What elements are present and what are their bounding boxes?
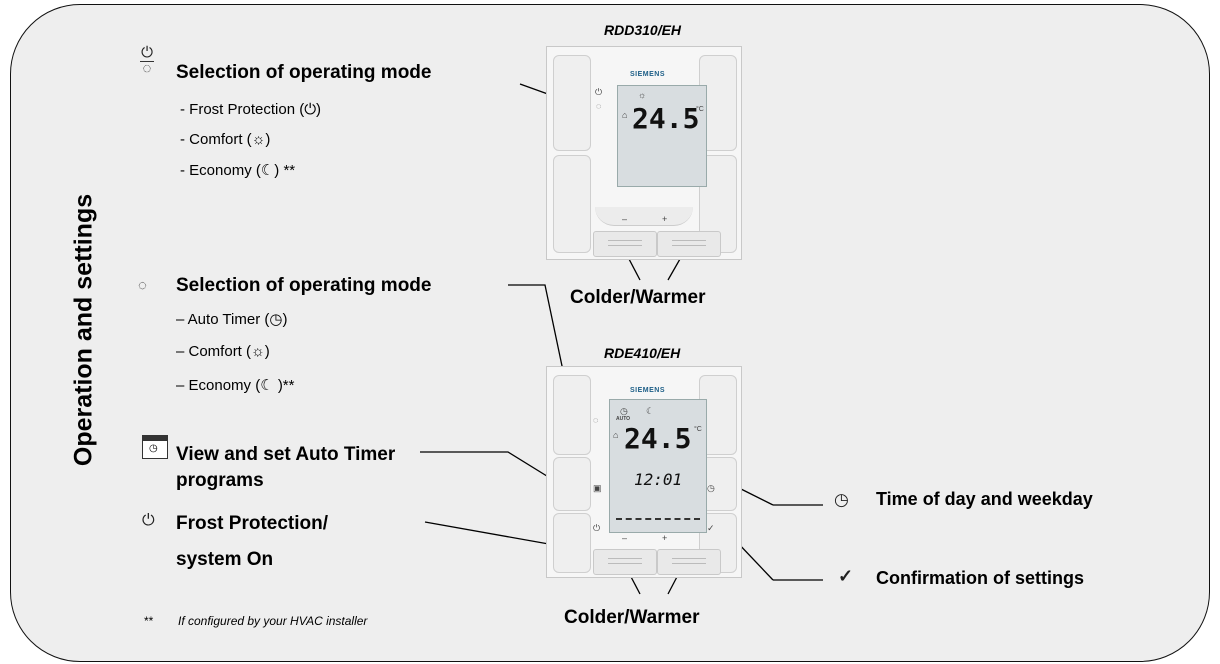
- footnote-text: If configured by your HVAC installer: [178, 614, 368, 628]
- bottom-minus-label: –: [622, 533, 628, 543]
- top-lcd: ☼ ⌂ 24.5 °C: [617, 85, 707, 187]
- confirm-label: Confirmation of settings: [876, 568, 1084, 588]
- top-mode-item-frost: - Frost Protection (⏻): [180, 101, 322, 118]
- colder-warmer-top-label: Colder/Warmer: [570, 287, 706, 308]
- bottom-device-check-icon: ✓: [707, 523, 715, 533]
- bottom-lcd-clock-icon: ◷: [620, 406, 628, 416]
- bottom-lcd-time: 12:01: [634, 470, 683, 489]
- top-plus-label: +: [662, 214, 668, 224]
- calendar-clock-icon: ◷: [142, 435, 168, 459]
- top-device-mode-icon: ◌: [596, 101, 602, 111]
- top-left-lower-key[interactable]: [553, 155, 591, 253]
- power-icon: ⏻: [142, 512, 155, 529]
- bottom-device-timer-icon: ▣: [593, 483, 602, 493]
- top-left-upper-key[interactable]: [553, 55, 591, 151]
- bottom-left-mode-key[interactable]: [553, 375, 591, 455]
- power-mode-icon: ⏻◌: [140, 44, 154, 77]
- bottom-device-mode-icon: ◌: [593, 415, 599, 425]
- top-device-model: RDD310/EH: [604, 22, 682, 38]
- bottom-brand: SIEMENS: [630, 387, 666, 394]
- bottom-lcd: ◷ AUTO ☾ ⌂ 24.5 °C 12:01: [609, 399, 707, 533]
- timer-label-line2: programs: [176, 470, 264, 491]
- bottom-mode-item-economy: – Economy (☾ )**: [176, 377, 295, 394]
- top-lcd-sun-icon: ☼: [638, 90, 647, 100]
- footnote-mark: **: [144, 614, 154, 628]
- bottom-plus-label: +: [662, 533, 668, 543]
- bottom-device-model: RDE410/EH: [604, 345, 681, 361]
- clock-icon: ◷: [834, 490, 849, 509]
- top-thermostat: SIEMENS ☼ ⌂ 24.5 °C ⏻ ◌ – +: [546, 46, 742, 260]
- top-lcd-temperature: 24.5: [632, 102, 700, 135]
- bottom-lcd-unit: °C: [694, 426, 702, 433]
- bottom-mode-heading: Selection of operating mode: [176, 275, 432, 296]
- bottom-lcd-auto-label: AUTO: [616, 416, 631, 422]
- bottom-left-power-key[interactable]: [553, 513, 591, 573]
- colder-warmer-bottom-label: Colder/Warmer: [564, 607, 700, 628]
- bottom-lcd-moon-icon: ☾: [646, 406, 655, 416]
- bottom-lcd-timeline: [616, 518, 700, 520]
- top-lcd-house-icon: ⌂: [622, 110, 628, 120]
- top-plus-button[interactable]: [657, 231, 721, 257]
- bottom-left-timer-key[interactable]: [553, 457, 591, 511]
- checkmark-icon: ✓: [838, 566, 854, 586]
- bottom-minus-button[interactable]: [593, 549, 657, 575]
- top-mode-item-comfort: - Comfort (☼): [180, 131, 271, 148]
- bottom-lcd-temperature: 24.5: [624, 422, 692, 455]
- top-mode-item-economy: - Economy (☾) **: [180, 162, 296, 179]
- bottom-thermostat: SIEMENS ◷ AUTO ☾ ⌂ 24.5 °C 12:01 ◌ ▣ ⏻ ◷…: [546, 366, 742, 578]
- top-mode-heading: Selection of operating mode: [176, 62, 432, 83]
- frost-label-line2: system On: [176, 549, 274, 570]
- bottom-plus-button[interactable]: [657, 549, 721, 575]
- top-brand: SIEMENS: [630, 71, 666, 78]
- top-minus-button[interactable]: [593, 231, 657, 257]
- bottom-mode-item-auto: – Auto Timer (◷): [176, 311, 288, 328]
- top-minus-label: –: [622, 214, 628, 224]
- bottom-device-clock-icon: ◷: [707, 483, 715, 493]
- timer-label-line1: View and set Auto Timer: [176, 444, 396, 465]
- time-of-day-label: Time of day and weekday: [876, 489, 1093, 509]
- mode-cycle-icon: ◌: [138, 277, 147, 294]
- bottom-mode-item-comfort: – Comfort (☼): [176, 343, 270, 360]
- bottom-lcd-house-icon: ⌂: [613, 430, 619, 440]
- top-lcd-unit: °C: [696, 106, 704, 113]
- bottom-device-power-icon: ⏻: [593, 523, 601, 533]
- frost-label-line1: Frost Protection/: [176, 513, 329, 534]
- top-device-power-icon: ⏻: [595, 87, 603, 97]
